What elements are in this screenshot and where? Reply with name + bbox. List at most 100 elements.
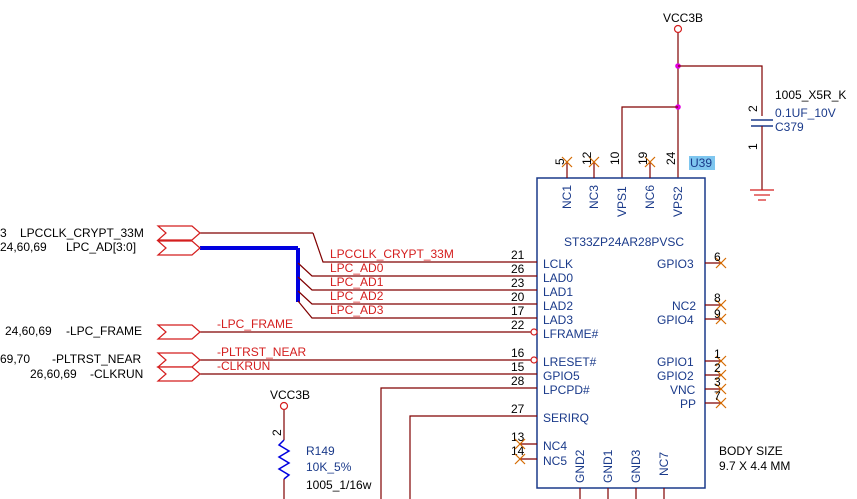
pin-num-pp: 7	[714, 389, 721, 403]
offpage-name-pltrst: -PLTRST_NEAR	[52, 352, 141, 366]
resistor-package: 1005_1/16w	[306, 478, 372, 492]
pin-num-gpio3: 6	[714, 250, 721, 264]
resistor-body	[277, 439, 291, 480]
net-label-lad0: LPC_AD0	[330, 261, 384, 275]
capacitor-pin-bottom: 1	[746, 143, 760, 150]
pin-name-nc6: NC6	[643, 185, 657, 209]
pin-num-nc4: 13	[511, 430, 525, 444]
pin-num-lframe: 22	[511, 318, 525, 332]
pin-num-lad2: 20	[511, 290, 525, 304]
pin-name-nc3: NC3	[587, 185, 601, 209]
port-clkrun	[156, 366, 201, 382]
pin-num-gpio2: 2	[714, 361, 721, 375]
offpage-name-lframe: -LPC_FRAME	[66, 324, 142, 338]
pin-name-lreset: LRESET#	[543, 355, 597, 369]
pin-name-vps1: VPS1	[615, 186, 629, 217]
pin-num-nc3: 12	[580, 151, 594, 165]
offpage-refs-pltrst: 69,70	[0, 352, 30, 366]
net-label-pltrst: -PLTRST_NEAR	[217, 345, 306, 359]
pin-name-nc4: NC4	[543, 439, 567, 453]
pin-name-gpio1: GPIO1	[657, 355, 694, 369]
pin-num-nc5: 14	[511, 444, 525, 458]
offpage-refs-lframe: 24,60,69	[5, 324, 52, 338]
net-label-lframe: -LPC_FRAME	[217, 317, 293, 331]
resistor-pin-top: 2	[270, 429, 284, 436]
pin-name-pp: PP	[680, 397, 696, 411]
pin-num-lpcpd: 28	[511, 374, 525, 388]
pin-num-lclk: 21	[511, 248, 525, 262]
lframe-invert-bubble	[530, 328, 538, 336]
net-label-lad3: LPC_AD3	[330, 303, 384, 317]
pin-num-lad3: 17	[511, 304, 525, 318]
pin-name-serirq: SERIRQ	[543, 411, 589, 425]
vcc-bottom-label: VCC3B	[270, 388, 310, 402]
serirq-wire	[409, 415, 537, 499]
pin-num-serirq: 27	[511, 402, 525, 416]
pin-name-lframe: LFRAME#	[543, 327, 599, 341]
pin-name-lad1: LAD1	[543, 285, 573, 299]
offpage-name-clkrun: -CLKRUN	[90, 367, 143, 381]
pin-name-lad2: LAD2	[543, 299, 573, 313]
pin-num-lreset: 16	[511, 346, 525, 360]
port-pltrst	[156, 352, 201, 368]
pin-num-vps1: 10	[608, 151, 622, 165]
pin-name-lclk: LCLK	[543, 257, 573, 271]
vps1-feed-wire	[621, 106, 678, 178]
capacitor-package: 1005_X5R_K	[775, 88, 846, 102]
pin-name-vps2: VPS2	[671, 186, 685, 217]
pin-num-vnc: 3	[714, 375, 721, 389]
lad3-wire	[297, 300, 537, 319]
offpage-refs-clkrun: 26,60,69	[30, 367, 77, 381]
pin-name-nc1: NC1	[560, 185, 574, 209]
pin-name-nc5: NC5	[543, 454, 567, 468]
pin-num-gpio4: 9	[714, 307, 721, 321]
pin-name-nc7: NC7	[657, 452, 671, 476]
pin-name-lpcpd: LPCPD#	[543, 383, 590, 397]
pin-num-vps2: 24	[664, 151, 678, 165]
pin-name-gnd2: GND2	[573, 449, 587, 483]
body-size-value: 9.7 X 4.4 MM	[719, 459, 790, 473]
pin-name-vnc: VNC	[670, 383, 696, 397]
lad1-wire	[297, 276, 537, 291]
bottom-pins: GND2 GND1 GND3 NC7	[573, 449, 671, 499]
pin-name-gpio4: GPIO4	[657, 313, 694, 327]
pin-name-gpio3: GPIO3	[657, 257, 694, 271]
top-pins: 5 12 10 19 24 NC1 NC3 VPS1 NC6 VPS2	[553, 151, 685, 217]
pin-name-lad3: LAD3	[543, 313, 573, 327]
vcc-bottom-terminal	[279, 401, 289, 411]
pin-num-nc2: 8	[714, 291, 721, 305]
vcc-top-label: VCC3B	[663, 11, 703, 25]
pin-num-gpio1: 1	[714, 347, 721, 361]
port-lpc-ad	[156, 240, 201, 256]
chip-ref: U39	[690, 156, 712, 170]
resistor-value: 10K_5%	[306, 460, 352, 474]
net-label-lad1: LPC_AD1	[330, 275, 384, 289]
port-lpcclk	[156, 225, 201, 241]
cap-feed-wire	[678, 65, 763, 116]
pin-name-gpio5: GPIO5	[543, 369, 580, 383]
pin-name-gnd1: GND1	[601, 449, 615, 483]
pin-name-lad0: LAD0	[543, 271, 573, 285]
net-label-clkrun: -CLKRUN	[217, 359, 270, 373]
offpage-refs-lad: 24,60,69	[0, 240, 47, 254]
vcc-top-terminal	[673, 24, 683, 34]
capacitor-ref: C379	[775, 120, 804, 134]
lad2-wire	[297, 290, 537, 305]
pin-name-gpio2: GPIO2	[657, 369, 694, 383]
body-size-label: BODY SIZE	[719, 444, 783, 458]
capacitor-value: 0.1UF_10V	[775, 106, 836, 120]
left-pins: LCLK LAD0 LAD1 LAD2 LAD3 LFRAME# LRESET#…	[511, 248, 599, 468]
pin-num-gpio5: 15	[511, 360, 525, 374]
chip-ref-highlight	[689, 156, 715, 170]
right-pins: 6 GPIO3 8 NC2 9 GPIO4 1 GPIO1 2 GPIO2 3 …	[657, 250, 727, 411]
pin-name-gnd3: GND3	[629, 449, 643, 483]
pin-num-lad0: 26	[511, 262, 525, 276]
offpage-name-lpcclk: LPCCLK_CRYPT_33M	[20, 226, 144, 240]
port-lframe	[156, 324, 201, 340]
net-label-lpcclk: LPCCLK_CRYPT_33M	[330, 247, 454, 261]
pin-num-nc6: 19	[636, 151, 650, 165]
pin-num-lad1: 23	[511, 276, 525, 290]
resistor-ref: R149	[306, 444, 335, 458]
lad0-wire	[297, 262, 537, 277]
